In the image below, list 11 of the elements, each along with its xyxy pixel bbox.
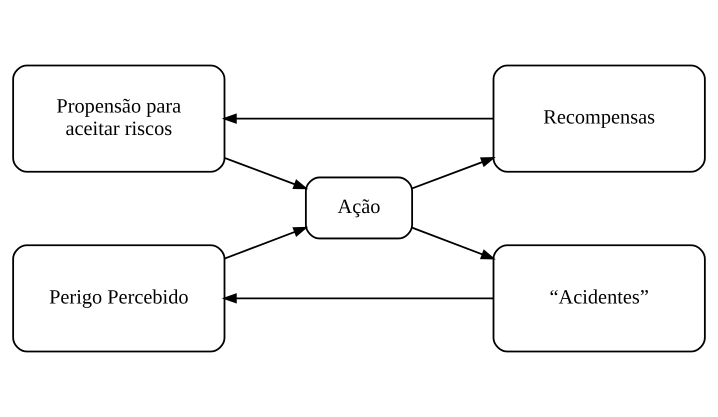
- arrow: [412, 157, 496, 190]
- node-box: Ação: [304, 176, 414, 240]
- arrow: [222, 293, 494, 304]
- node-box: Perigo Percebido: [12, 244, 226, 352]
- arrow: [224, 226, 308, 260]
- node-box: Recompensas: [492, 64, 706, 173]
- node-box: “Acidentes”: [492, 244, 706, 352]
- arrow: [224, 157, 308, 190]
- node-box: Propensão para aceitar riscos: [12, 64, 226, 173]
- arrow: [412, 226, 496, 260]
- arrow: [222, 113, 494, 124]
